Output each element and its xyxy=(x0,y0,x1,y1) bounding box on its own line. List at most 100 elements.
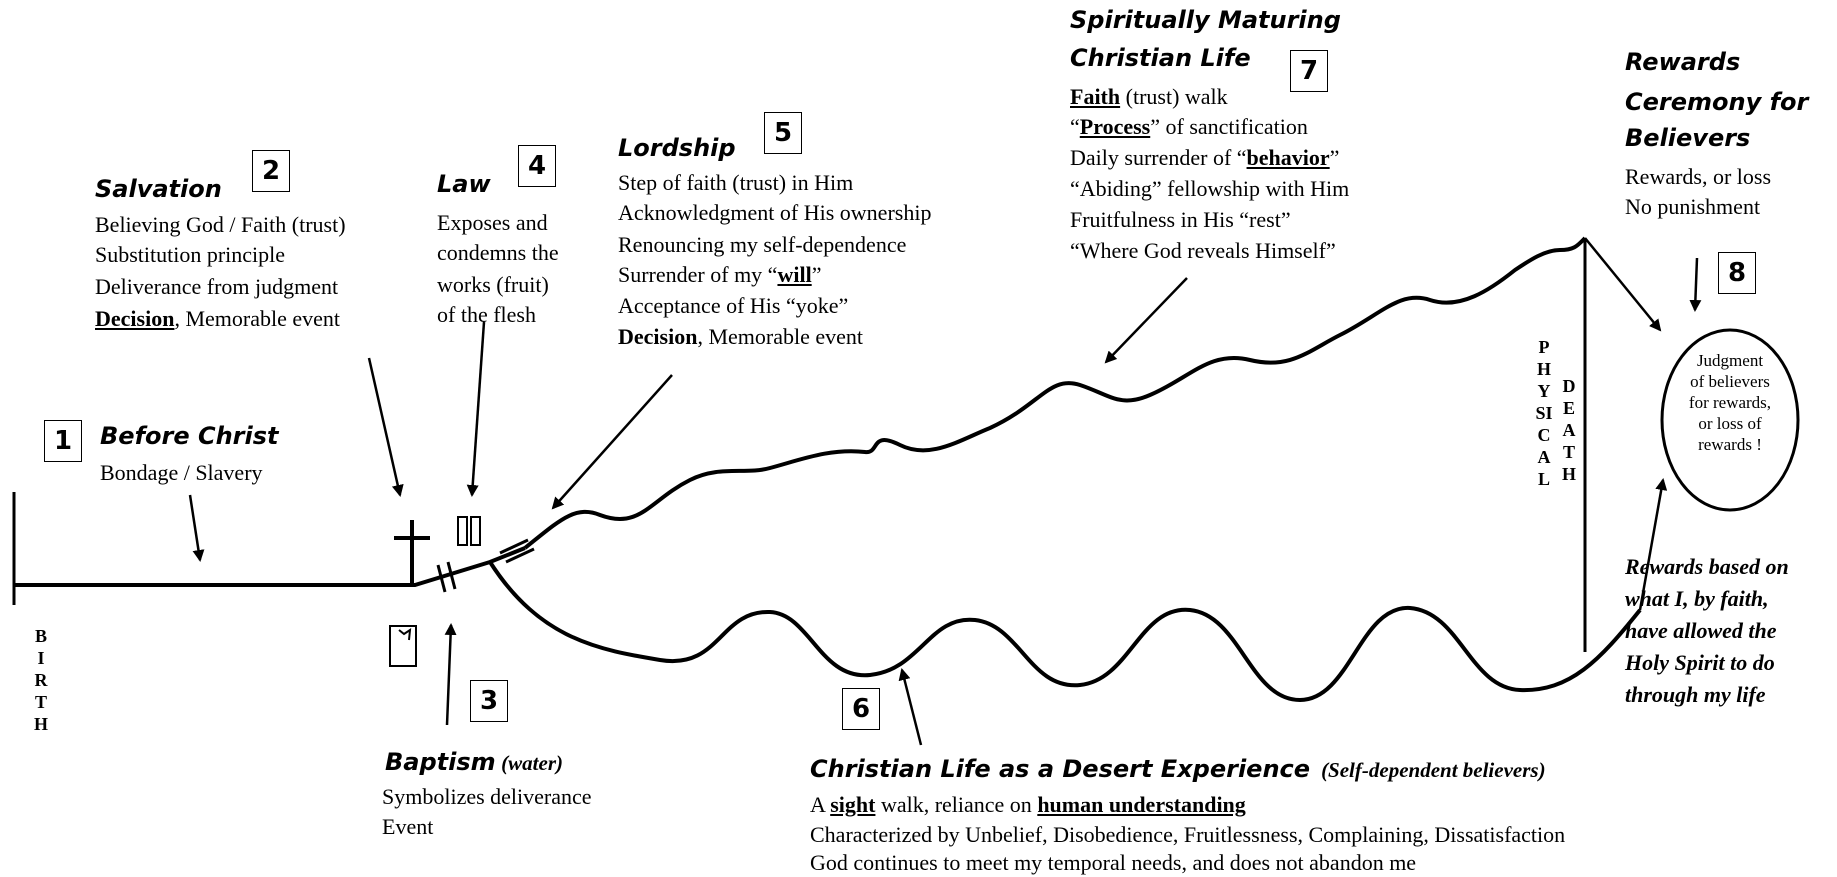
stage5-decision: Decision xyxy=(618,324,698,349)
stage4-title: Law xyxy=(437,170,491,198)
stage5-line5: Acceptance of His “yoke” xyxy=(618,293,849,318)
stage8-title3: Believers xyxy=(1625,124,1751,152)
desert-path xyxy=(488,560,1642,703)
stage7-line2: “Process” of sanctification xyxy=(1070,112,1308,141)
stage7-line1-rest: (trust) walk xyxy=(1120,84,1228,109)
stage4-line3: works (fruit) xyxy=(437,272,549,297)
stage2-line4-rest: , Memorable event xyxy=(174,306,341,331)
stage5-will: will xyxy=(777,262,812,287)
stage5-line4-post: ” xyxy=(811,262,822,287)
stage5-number: 5 xyxy=(764,112,802,154)
stage3-subtitle: (water) xyxy=(501,751,563,775)
cross-icon xyxy=(394,520,430,583)
birth-label: BIRTH xyxy=(33,626,48,734)
arrow-4 xyxy=(466,321,486,497)
stage8-line1: Rewards, or loss xyxy=(1625,164,1772,189)
stage2-number: 2 xyxy=(252,150,290,192)
judgment-line2: of believers xyxy=(1690,372,1770,391)
stage6-subtitle: (Self-dependent believers) xyxy=(1321,758,1546,782)
stage1-title: Before Christ xyxy=(100,422,279,450)
peak-right xyxy=(1584,237,1662,332)
stage3-title: Baptism (water) xyxy=(385,748,563,778)
rewards-note-line4: Holy Spirit to do xyxy=(1625,650,1775,675)
stage4-number: 4 xyxy=(518,145,556,187)
stage2-line3: Deliverance from judgment xyxy=(95,274,339,299)
stage7-line3-post: ” xyxy=(1329,145,1340,170)
physical-label: PHYSICAL xyxy=(1535,337,1553,489)
law-tablets-icon xyxy=(457,516,481,546)
stage8-line2: No punishment xyxy=(1625,194,1761,219)
stage7-line3: Daily surrender of “behavior” xyxy=(1070,143,1339,172)
stage6-line2: Characterized by Unbelief, Disobedience,… xyxy=(810,822,1566,847)
stage3-number: 3 xyxy=(470,680,508,722)
stage3-title-main: Baptism xyxy=(385,748,496,776)
judgment-line3: for rewards, xyxy=(1688,393,1772,412)
arrow-5 xyxy=(551,374,673,510)
stage1-number: 1 xyxy=(44,420,82,462)
stage7-line1: Faith (trust) walk xyxy=(1070,82,1228,111)
stage8-title1: Rewards xyxy=(1625,48,1741,76)
death-label: DEATH xyxy=(1561,376,1576,484)
stage4-line1: Exposes and xyxy=(437,210,548,235)
stage2-line4: Decision, Memorable event xyxy=(95,304,340,333)
stage6-line1-mid: walk, reliance on xyxy=(875,792,1038,817)
rewards-note-line2: what I, by faith, xyxy=(1625,586,1769,611)
stage6-title: Christian Life as a Desert Experience (S… xyxy=(810,755,1546,785)
stage8-number: 8 xyxy=(1718,252,1756,294)
arrow-2 xyxy=(367,357,404,497)
stage7-line4: “Abiding” fellowship with Him xyxy=(1070,176,1350,201)
stage7-line2-pre: “ xyxy=(1070,114,1080,139)
stage5-line6: Decision, Memorable event xyxy=(618,322,863,351)
rewards-note-line5: through my life xyxy=(1625,682,1766,707)
stage7-title2: Christian Life xyxy=(1070,44,1251,72)
arrow-8 xyxy=(1689,257,1702,312)
stage5-line3: Renouncing my self-dependence xyxy=(618,232,907,257)
judgment-line4: or loss of xyxy=(1698,414,1762,433)
judgment-text: Judgment of believers for rewards, or lo… xyxy=(1670,350,1790,455)
stage3-line2: Event xyxy=(382,814,434,839)
stage1-line: Bondage / Slavery xyxy=(100,460,263,485)
stage2-line1: Believing God / Faith (trust) xyxy=(95,212,346,237)
stage6-number: 6 xyxy=(842,688,880,730)
stage2-decision: Decision xyxy=(95,306,175,331)
stage6-human-understanding: human understanding xyxy=(1037,792,1246,817)
stage7-process: Process xyxy=(1079,114,1151,139)
stage5-line2: Acknowledgment of His ownership xyxy=(618,200,932,225)
arrow-7 xyxy=(1104,277,1188,364)
stage7-number: 7 xyxy=(1290,50,1328,92)
arrow-3 xyxy=(444,623,457,726)
stage8-title2: Ceremony for xyxy=(1625,88,1809,116)
stage4-line4: of the flesh xyxy=(437,302,536,327)
stage6-line1: A sight walk, reliance on human understa… xyxy=(810,790,1246,819)
judgment-line5: rewards ! xyxy=(1698,435,1762,454)
stage7-line5: Fruitfulness in His “rest” xyxy=(1070,207,1291,232)
baptism-cup-icon xyxy=(389,625,417,667)
judgment-line1: Judgment xyxy=(1696,351,1764,370)
spiritual-path xyxy=(523,236,1587,550)
stage7-line3-pre: Daily surrender of “ xyxy=(1070,145,1247,170)
stage5-line6-rest: , Memorable event xyxy=(697,324,864,349)
arrow-6 xyxy=(898,668,923,746)
stage6-sight: sight xyxy=(830,792,876,817)
stage2-title: Salvation xyxy=(95,175,222,203)
rewards-note-line3: have allowed the xyxy=(1625,618,1777,643)
stage6-line1-pre: A xyxy=(810,792,831,817)
stage7-behavior: behavior xyxy=(1246,145,1330,170)
stage6-line3: God continues to meet my temporal needs,… xyxy=(810,850,1417,875)
stage7-line6: “Where God reveals Himself” xyxy=(1070,238,1336,263)
stage5-title: Lordship xyxy=(618,134,736,162)
arrow-1 xyxy=(188,494,205,562)
desert-to-judgment xyxy=(1638,478,1668,611)
stage7-line2-post: ” of sanctification xyxy=(1150,114,1308,139)
stage5-line4-pre: Surrender of my “ xyxy=(618,262,778,287)
stage6-title-main: Christian Life as a Desert Experience xyxy=(810,755,1311,783)
stage2-line2: Substitution principle xyxy=(95,242,286,267)
stage7-faith: Faith xyxy=(1070,84,1121,109)
stage4-line2: condemns the xyxy=(437,240,559,265)
stage7-title1: Spiritually Maturing xyxy=(1070,6,1341,34)
break-marks xyxy=(436,538,535,593)
stage5-line1: Step of faith (trust) in Him xyxy=(618,170,854,195)
judgment-circle xyxy=(1660,328,1800,512)
stage3-line1: Symbolizes deliverance xyxy=(382,784,592,809)
